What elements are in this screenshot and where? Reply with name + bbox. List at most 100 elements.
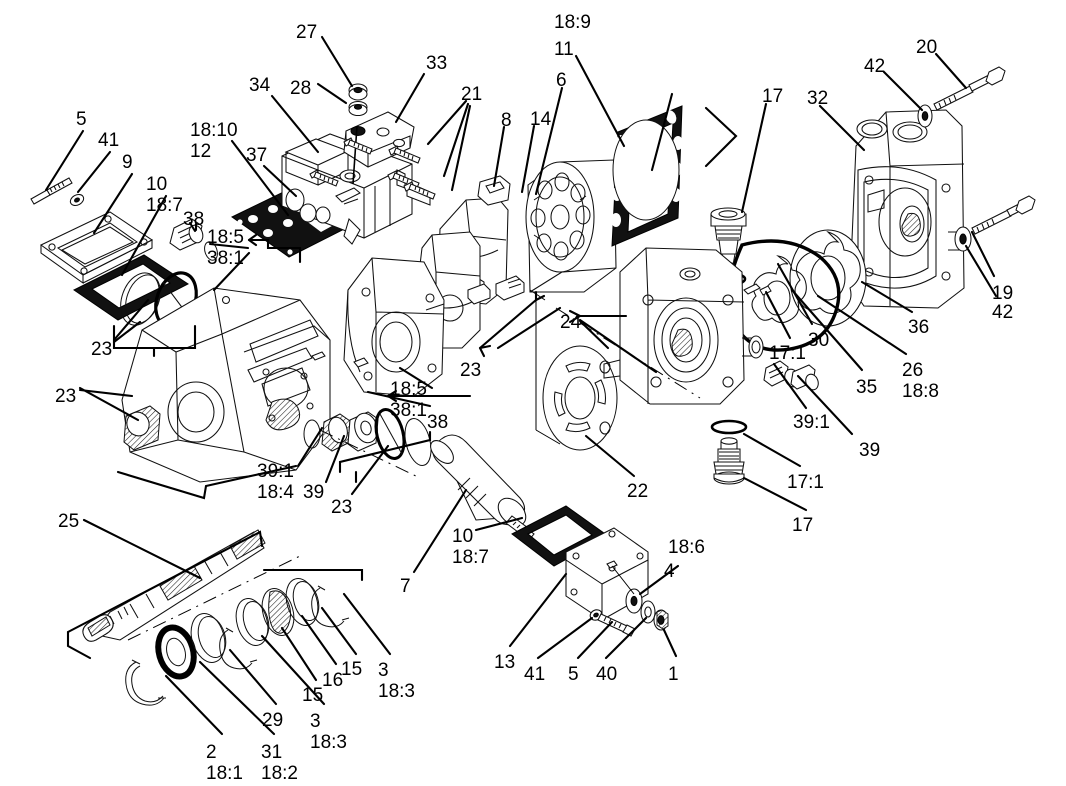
part-callout-c21: 21 bbox=[461, 84, 483, 105]
part-gasket-11 bbox=[611, 105, 683, 247]
part-callout-c41b: 41 bbox=[524, 664, 546, 685]
part-callout-c29: 29 bbox=[262, 710, 284, 731]
part-callout-c30: 30 bbox=[808, 330, 830, 351]
part-callout-c38a: 38 bbox=[183, 209, 205, 230]
part-callout-c14: 14 bbox=[530, 109, 552, 130]
part-callout-c171a: 17:1 bbox=[769, 343, 806, 364]
part-valve-plate-22 bbox=[542, 345, 618, 451]
part-callout-c23d: 23 bbox=[331, 497, 353, 518]
part-callout-c3_183a: 3 18:3 bbox=[310, 711, 347, 753]
part-callout-c40: 40 bbox=[596, 664, 618, 685]
part-callout-c32: 32 bbox=[807, 88, 829, 109]
part-callout-c391_184: 39:1 18:4 bbox=[257, 461, 294, 503]
part-gasket-10 bbox=[73, 254, 189, 321]
part-callout-c42a: 42 bbox=[864, 56, 886, 77]
part-callout-c25: 25 bbox=[58, 511, 80, 532]
part-bearing-row-center bbox=[303, 408, 432, 466]
part-callout-c39b: 39 bbox=[859, 440, 881, 461]
part-plug-38 bbox=[169, 218, 204, 251]
part-callout-c19: 19 bbox=[992, 283, 1014, 304]
part-housing-32 bbox=[849, 109, 965, 309]
part-callout-c23a: 23 bbox=[91, 339, 113, 360]
part-callout-c15a: 15 bbox=[302, 685, 324, 706]
part-callout-c185_381a: 18:5 38:1 bbox=[207, 227, 244, 269]
part-cylinder-barrel-6 bbox=[525, 159, 617, 293]
part-callout-c22: 22 bbox=[627, 481, 649, 502]
part-bolt-21-a bbox=[343, 137, 373, 155]
part-washer-41 bbox=[69, 193, 85, 207]
part-callout-c34: 34 bbox=[249, 75, 271, 96]
part-ring-15-a bbox=[235, 598, 270, 646]
part-callout-c15b: 15 bbox=[341, 659, 363, 680]
part-bolt-20 bbox=[933, 66, 1006, 111]
part-callout-c35: 35 bbox=[856, 377, 878, 398]
part-callout-c36: 36 bbox=[908, 317, 930, 338]
part-callout-c13: 13 bbox=[494, 652, 516, 673]
part-callout-c10_187: 10 18:7 bbox=[146, 174, 183, 216]
part-callout-c185_381b: 18:5 38:1 bbox=[390, 379, 427, 421]
part-callout-c10_187b: 10 18:7 bbox=[452, 526, 489, 568]
part-callout-c31_182: 31 18:2 bbox=[261, 742, 298, 784]
part-callout-c23c: 23 bbox=[460, 360, 482, 381]
part-snapring-2 bbox=[125, 659, 166, 706]
part-servo-cylinder-7 bbox=[430, 434, 535, 541]
part-callout-c17a: 17 bbox=[762, 86, 784, 107]
part-relief-valve-17-b bbox=[710, 419, 748, 485]
part-callout-c5: 5 bbox=[76, 109, 87, 130]
part-bolt-5-lower bbox=[597, 613, 636, 637]
left-main-housing bbox=[121, 287, 331, 483]
part-callout-c17b: 17 bbox=[792, 515, 814, 536]
part-callout-c33: 33 bbox=[426, 53, 448, 74]
part-callout-c171b: 17:1 bbox=[787, 472, 824, 493]
part-callout-c189: 18:9 bbox=[554, 12, 591, 33]
center-housing-right bbox=[603, 247, 764, 405]
part-callout-c5b: 5 bbox=[568, 664, 579, 685]
part-callout-c26_188: 26 18:8 bbox=[902, 360, 939, 402]
part-nut-27 bbox=[348, 83, 368, 101]
part-callout-c2_181: 2 18:1 bbox=[206, 742, 243, 784]
part-bolt-21-c bbox=[388, 145, 421, 164]
part-washer-38-1 bbox=[204, 241, 218, 261]
part-pin-30 bbox=[759, 285, 772, 296]
part-callout-c1: 1 bbox=[668, 664, 679, 685]
part-washer-4 bbox=[625, 588, 643, 614]
part-seal-31 bbox=[155, 624, 197, 680]
part-callout-c11: 11 bbox=[554, 39, 574, 60]
part-callout-c3_183b: 3 18:3 bbox=[378, 660, 415, 702]
part-callout-c28: 28 bbox=[290, 78, 312, 99]
part-washer-40 bbox=[640, 600, 656, 624]
part-callout-c39a: 39 bbox=[303, 482, 325, 503]
part-nut-1 bbox=[653, 609, 669, 631]
part-callout-c4: 4 bbox=[664, 561, 675, 582]
part-callout-c27: 27 bbox=[296, 22, 318, 43]
part-cover-plate-9 bbox=[39, 211, 154, 285]
part-washer-42-b bbox=[954, 226, 972, 252]
part-callout-c186: 18:6 bbox=[668, 537, 705, 558]
part-callout-c41: 41 bbox=[98, 130, 120, 151]
part-bolt-19 bbox=[971, 195, 1036, 235]
part-callout-c7: 7 bbox=[400, 576, 411, 597]
grouping-brackets bbox=[66, 106, 738, 660]
part-callout-c37: 37 bbox=[246, 145, 268, 166]
part-bolt-21-e bbox=[403, 181, 436, 200]
part-callout-c38b: 38 bbox=[427, 412, 449, 433]
part-callout-c20: 20 bbox=[916, 37, 938, 58]
part-bolt-21-b bbox=[309, 169, 339, 187]
part-callout-c42b: 42 bbox=[992, 302, 1014, 323]
part-washer-28 bbox=[348, 100, 368, 117]
part-gerotor-36 bbox=[789, 229, 867, 327]
part-callout-c24: 24 bbox=[560, 312, 582, 333]
part-callout-c1810_12: 18:10 12 bbox=[190, 120, 238, 162]
center-cradle-housing bbox=[343, 257, 445, 397]
part-ring-16 bbox=[261, 588, 295, 636]
part-callout-c16: 16 bbox=[322, 670, 344, 691]
part-callout-c391b: 39:1 bbox=[793, 412, 830, 433]
leader-lines bbox=[44, 35, 998, 736]
part-callout-c9: 9 bbox=[122, 152, 133, 173]
part-callout-c6: 6 bbox=[556, 70, 567, 91]
part-bolt-5 bbox=[30, 177, 73, 205]
part-callout-c23b: 23 bbox=[55, 386, 77, 407]
